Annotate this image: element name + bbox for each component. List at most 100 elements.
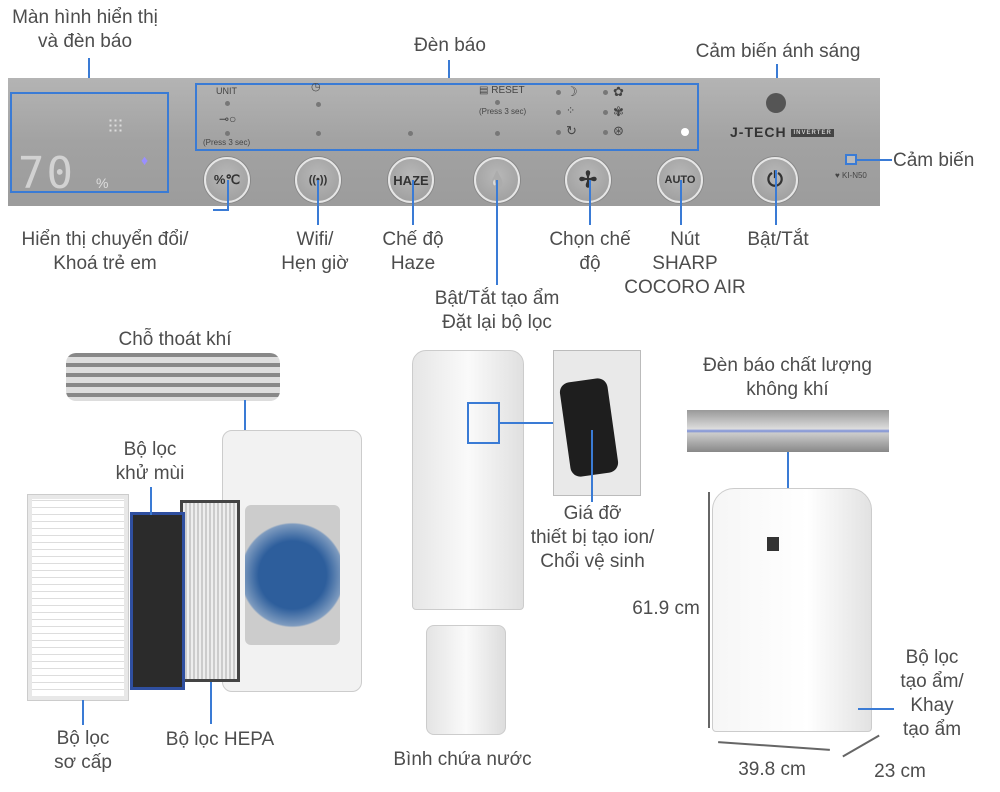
label-display: Màn hình hiển thị và đèn báo [0,6,170,54]
label-line: Màn hình hiển thị [12,7,158,28]
label-line: Bộ lọc [905,647,959,668]
mode-button[interactable]: ✢ [565,157,611,203]
light-sensor [766,93,786,113]
label-line: và đèn báo [37,31,133,52]
deodorizing-filter [130,512,185,690]
model-text: KI-N50 [841,171,867,180]
indicator-dot [603,110,608,115]
indicator-dot [495,100,500,105]
leader-line [227,180,229,210]
label-line: Đèn báo chất lượng [703,355,872,376]
leader-line [680,180,682,225]
label-mode: Chọn chế độ [530,228,650,276]
leader-line [500,422,553,424]
label-ion-holder: Giá đỡ thiết bị tạo ion/Chổi vệ sinh [505,502,680,574]
label-line: Khay [910,695,954,716]
indicator-dot [225,131,230,136]
sparkle-icon: ⁘ [566,105,576,117]
leader-line [412,180,414,225]
label-width: 39.8 cm [738,759,806,780]
swirl-icon: ↻ [566,123,577,138]
fan-high-icon: ✿ [613,84,624,99]
press-3-sec-left: (Press 3 sec) [203,138,251,147]
label-line: không khí [746,379,829,400]
label-line: sơ cấp [54,752,112,773]
leader-line [858,708,894,710]
fan-low-icon: ⊛ [613,123,624,138]
sensor-icon [845,154,857,165]
leader-line [589,180,591,225]
label-line: Bộ lọc [56,728,110,749]
sharp-logo [767,537,779,551]
label-line: Bật/Tắt tạo ẩm [434,288,560,309]
press-3-sec-right: (Press 3 sec) [479,107,527,116]
label-line: Chế độ [382,229,444,250]
label-line: khử mùi [115,463,185,484]
leader-line [775,170,777,225]
fan-mid-icon: ✾ [613,104,624,119]
leader-line [591,430,593,502]
humidifier-unit [412,350,524,610]
leader-line [82,700,84,725]
indicator-box [195,83,699,151]
indicator-dot [556,110,561,115]
leader-line [150,487,152,515]
label-sensor: Cảm biến [893,150,975,171]
indicator-dot [603,130,608,135]
label-wifi-timer: Wifi/Hẹn giờ [265,228,365,276]
label-line: Chổi vệ sinh [540,551,645,572]
indicator-dot [316,131,321,136]
height-dimension-line [708,492,710,728]
label-humidify-reset: Bật/Tắt tạo ẩm Đặt lại bộ lọc [412,287,582,335]
label-hepa-filter: Bộ lọc HEPA [165,729,275,750]
label-line: Giá đỡ [563,503,622,524]
label-haze: Chế độ Haze [363,228,463,276]
grape-icon: ♦ [141,152,149,168]
leader-line [496,180,498,285]
label-air-outlet: Chỗ thoát khí [118,329,232,350]
label-line: tạo ẩm/ [900,671,964,692]
label-air-quality-light: Đèn báo chất lượng không khí [680,354,895,402]
label-line: độ [579,253,601,274]
leader-line [244,400,246,435]
label-pre-filter: Bộ lọc sơ cấp [33,727,133,775]
timer-icon: ◷ [311,81,321,93]
label-line: Wifi/ [296,229,334,250]
label-power: Bật/Tắt [747,229,809,250]
brand-text: J-TECH [730,124,787,140]
ion-holder-box [467,402,500,444]
label-indicators: Đèn báo [414,35,486,56]
indicator-dot [556,90,561,95]
haze-button[interactable]: HAZE [388,157,434,203]
label-line: Chọn chế [549,229,631,250]
air-outlet-grille [66,353,280,401]
label-line: thiết bị tạo ion/ [530,527,655,548]
indicator-dot [225,101,230,106]
air-quality-light-strip [687,410,889,452]
status-light [681,128,689,136]
label-line: Hiển thị chuyển đổi/ [21,229,189,250]
particle-icon [108,118,124,134]
label-line: Khoá trẻ em [53,253,157,274]
indicator-dot [316,102,321,107]
indicator-dot [603,90,608,95]
leader-line [210,682,212,724]
hepa-filter [180,500,240,682]
moon-icon: ☽ [566,84,578,99]
display-unit: % [96,175,109,191]
label-line: Đặt lại bộ lọc [442,312,552,333]
leader-line [448,60,450,84]
purifier-front [712,488,872,732]
pre-filter [28,495,128,700]
display-value: 70 [18,148,75,199]
brand-badge: INVERTER [791,129,834,138]
label-line: COCORO AIR [624,277,746,298]
label-line: Nút [670,229,700,250]
display-box [10,92,169,193]
leader-line [857,159,892,161]
label-height: 61.9 cm [624,597,708,621]
label-line: Haze [390,253,436,274]
unit-label: UNIT [216,86,237,96]
